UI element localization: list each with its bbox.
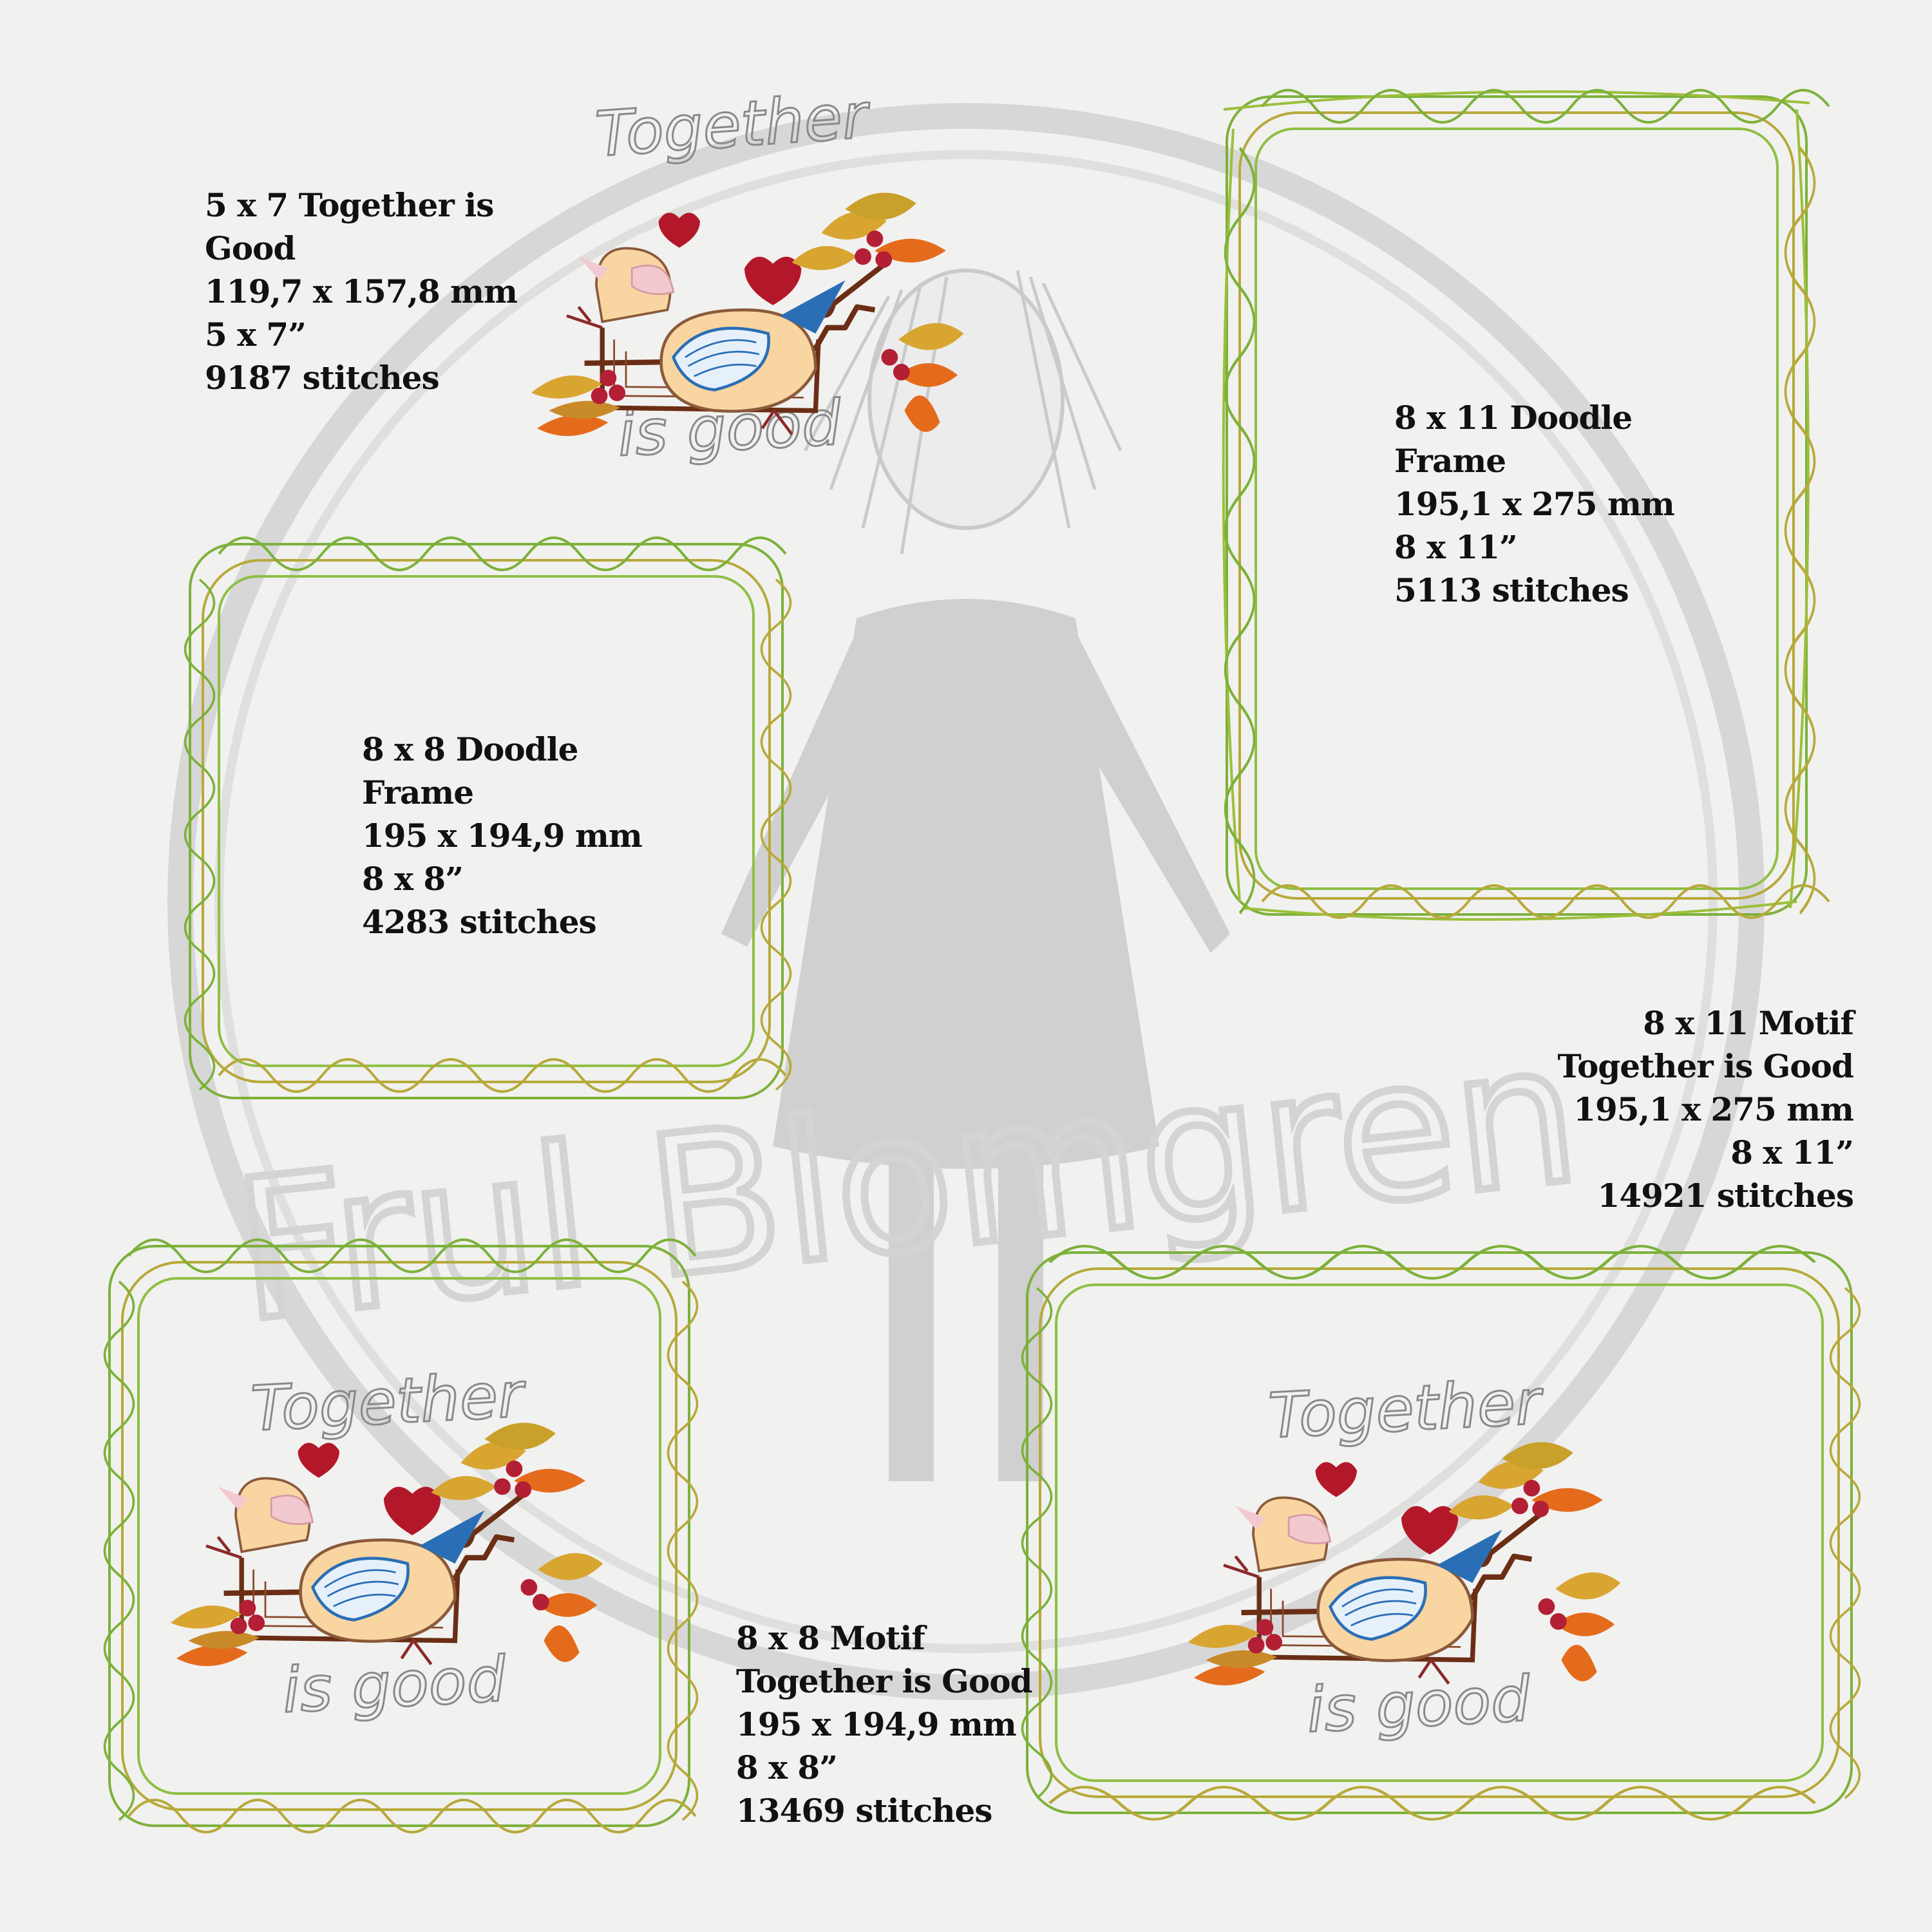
info-size-mm: 119,7 x 157,8 mm <box>205 272 518 310</box>
info-title-cont: Together is Good <box>1557 1047 1854 1085</box>
info-stitches: 5113 stitches <box>1394 571 1629 609</box>
design-8x8-doodle-frame <box>184 536 792 1099</box>
info-8x8-motif: 8 x 8 Motif Together is Good 195 x 194,9… <box>736 1616 1033 1832</box>
motif-title-line2: is good <box>281 1643 508 1727</box>
info-hoop: 5 x 7” <box>205 316 307 354</box>
motif-title-line1: Together <box>1267 1366 1546 1452</box>
info-hoop: 8 x 11” <box>1730 1133 1854 1171</box>
info-stitches: 13469 stitches <box>736 1792 992 1830</box>
info-hoop: 8 x 11” <box>1394 528 1518 566</box>
info-size-mm: 195 x 194,9 mm <box>736 1705 1017 1743</box>
motif-title-line1: Together <box>249 1359 528 1445</box>
info-hoop: 8 x 8” <box>736 1748 838 1786</box>
info-8x11-motif: 8 x 11 Motif Together is Good 195,1 x 27… <box>1557 1001 1854 1217</box>
info-8x11-doodle: 8 x 11 Doodle Frame 195,1 x 275 mm 8 x 1… <box>1394 396 1675 612</box>
info-title: 8 x 11 Doodle <box>1394 399 1633 437</box>
design-8x11-doodle-frame <box>1222 89 1830 921</box>
design-5x7-motif: Together is good <box>531 79 964 471</box>
design-8x8-motif: Together is good <box>103 1238 699 1833</box>
info-stitches: 9187 stitches <box>205 359 440 397</box>
info-stitches: 4283 stitches <box>362 903 597 941</box>
info-title: 8 x 8 Doodle <box>362 730 578 768</box>
info-size-mm: 195,1 x 275 mm <box>1394 485 1675 523</box>
motif-title-line1: Together <box>593 79 873 171</box>
design-8x11-motif: Together is good <box>1021 1246 1861 1819</box>
info-title-cont: Together is Good <box>736 1662 1033 1700</box>
info-size-mm: 195,1 x 275 mm <box>1573 1090 1854 1128</box>
info-5x7-motif: 5 x 7 Together is Good 119,7 x 157,8 mm … <box>205 184 518 399</box>
info-title: 5 x 7 Together is <box>205 186 494 224</box>
info-hoop: 8 x 8” <box>362 860 464 898</box>
info-title: 8 x 8 Motif <box>736 1619 925 1657</box>
info-title-cont: Frame <box>1394 442 1506 480</box>
info-title-cont: Good <box>205 229 296 267</box>
info-stitches: 14921 stitches <box>1597 1177 1854 1215</box>
info-8x8-doodle: 8 x 8 Doodle Frame 195 x 194,9 mm 8 x 8”… <box>362 728 643 943</box>
motif-title-line2: is good <box>1305 1663 1533 1747</box>
info-size-mm: 195 x 194,9 mm <box>362 817 643 855</box>
info-title-cont: Frame <box>362 773 474 811</box>
info-title: 8 x 11 Motif <box>1643 1004 1854 1042</box>
